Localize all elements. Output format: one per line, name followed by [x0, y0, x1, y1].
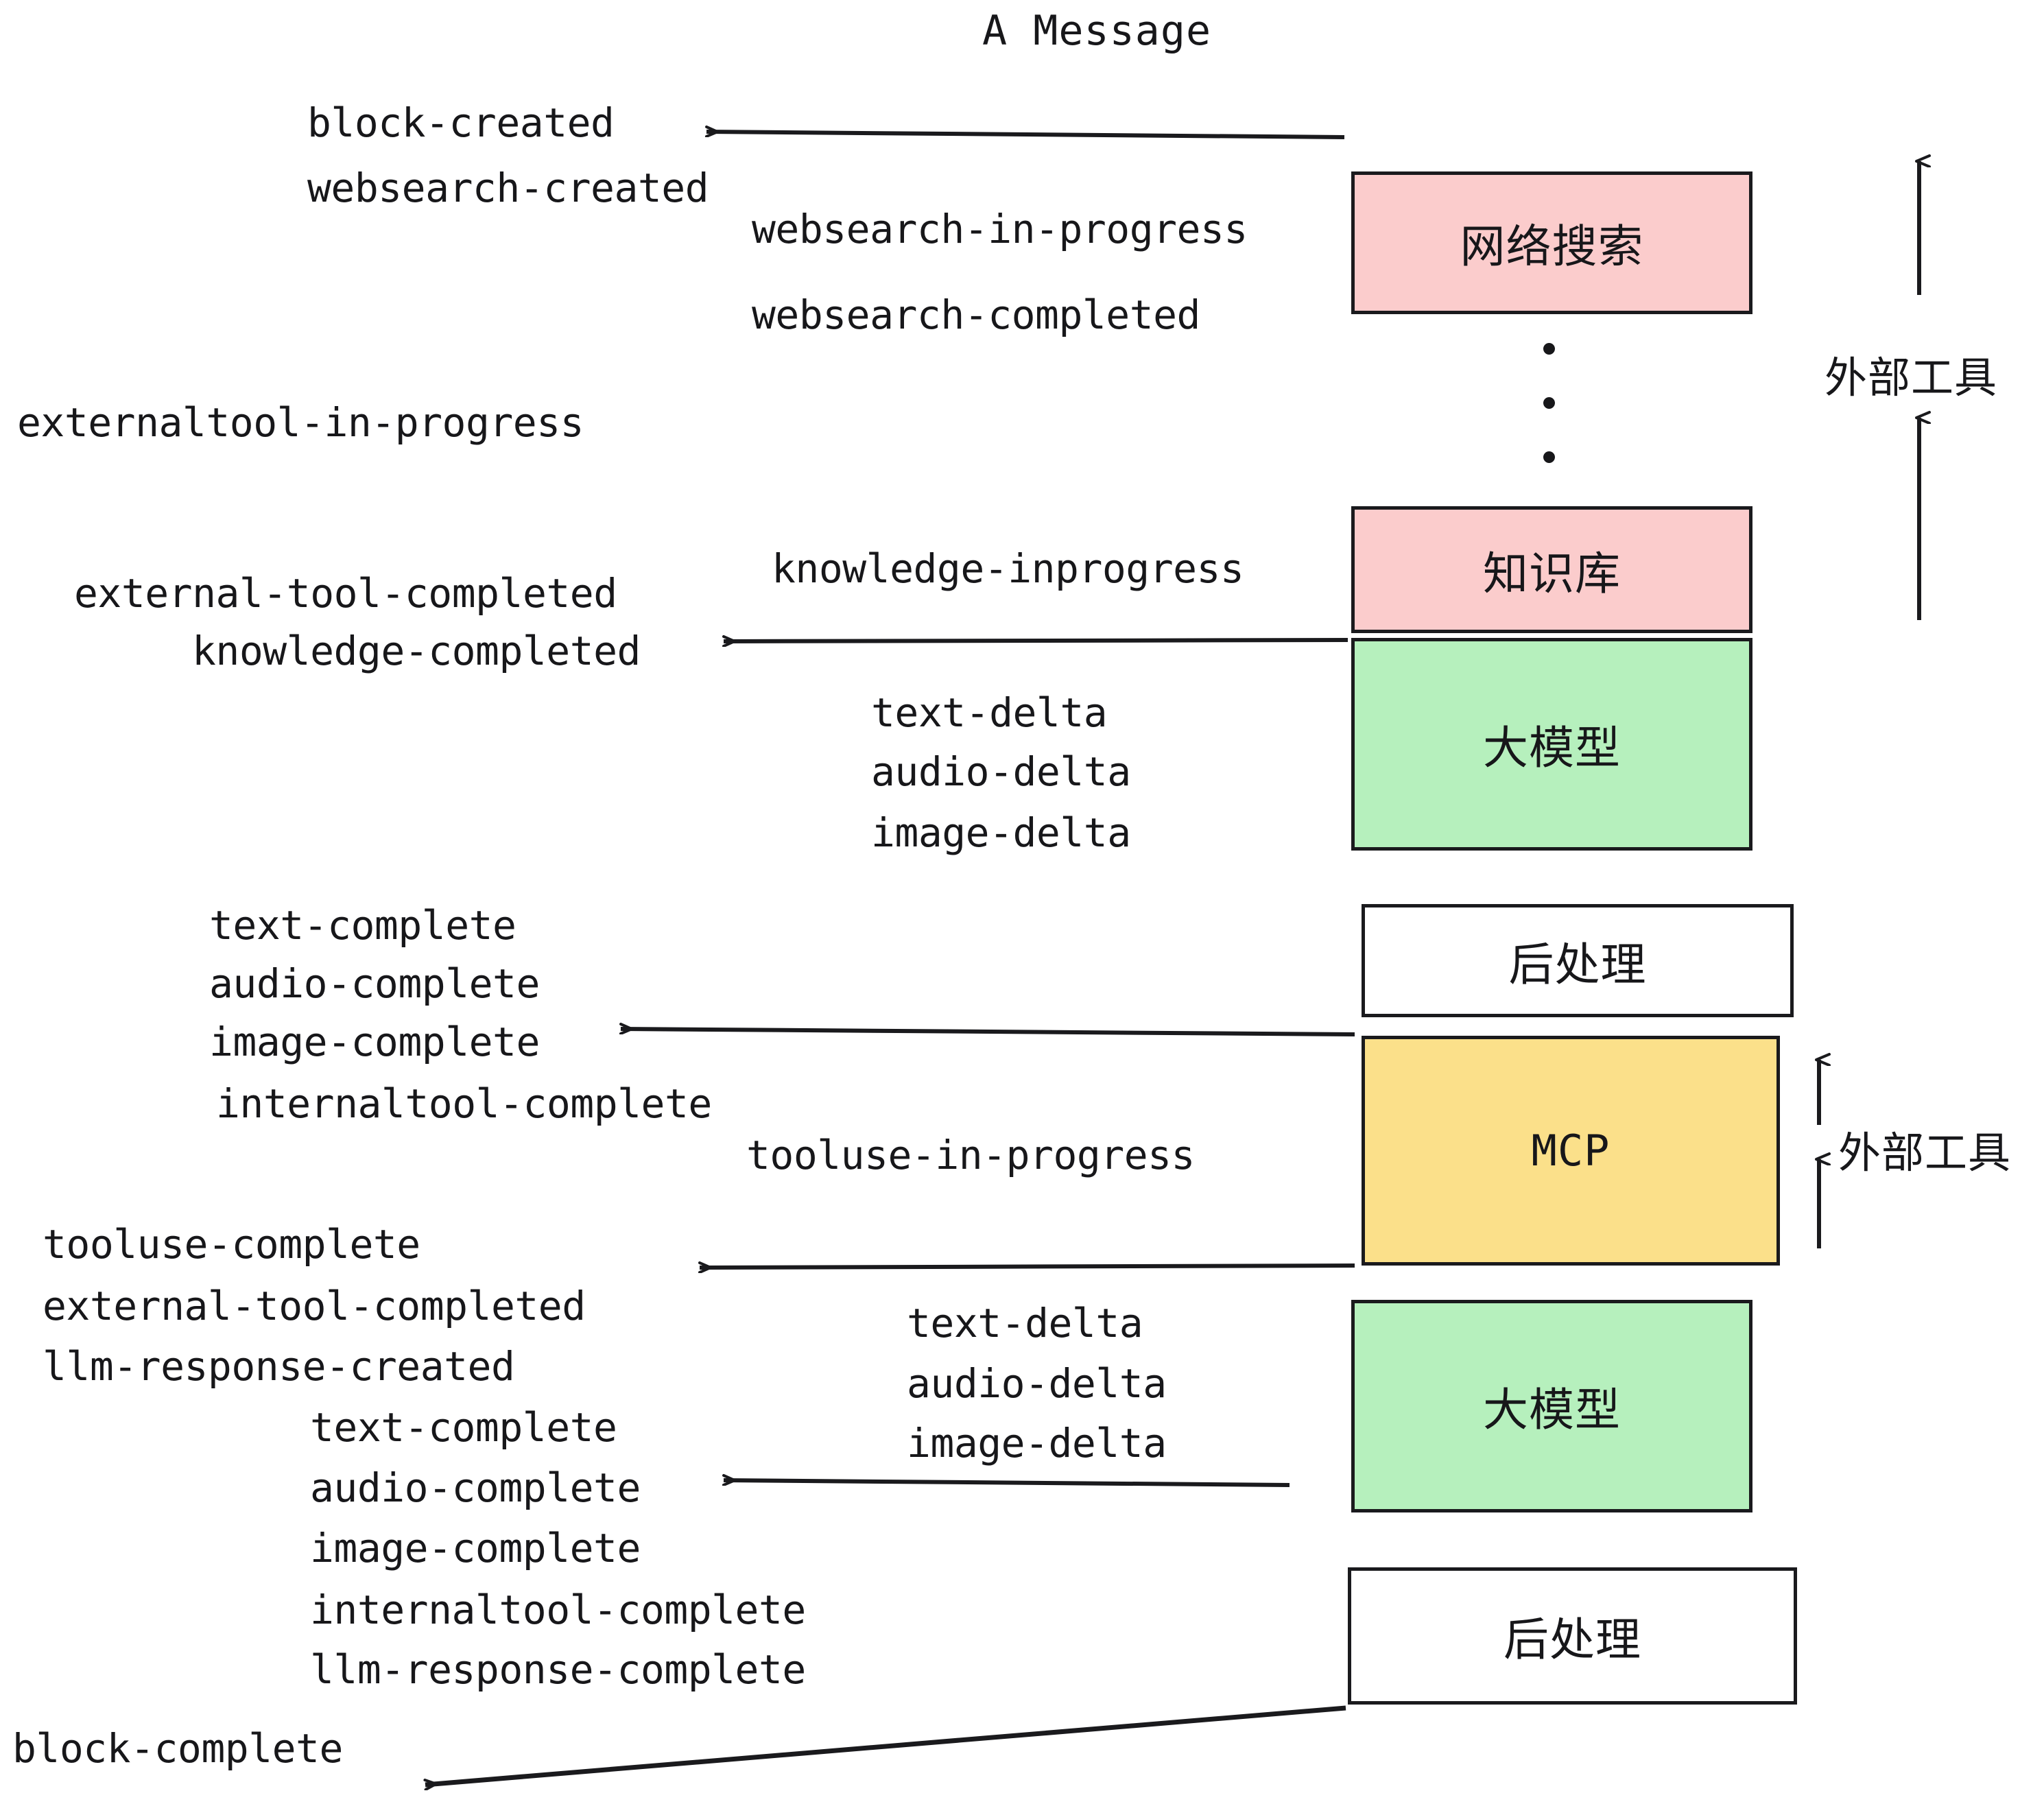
event-image-delta-1: image-delta	[871, 809, 1131, 856]
event-websearch-in-progress: websearch-in-progress	[752, 206, 1248, 252]
event-audio-delta-1: audio-delta	[871, 748, 1131, 795]
box-knowledge-label: 知识库	[1483, 547, 1621, 600]
event-image-complete-2: image-complete	[310, 1525, 641, 1571]
event-tooluse-complete: tooluse-complete	[43, 1221, 420, 1268]
box-knowledge[interactable]: 知识库	[1351, 506, 1752, 633]
arrow-postprocess-to-block-complete	[425, 1705, 1346, 1785]
box-llm-top-label: 大模型	[1483, 722, 1621, 774]
box-mcp[interactable]: MCP	[1362, 1036, 1780, 1266]
event-internaltool-complete-2: internaltool-complete	[310, 1587, 806, 1633]
label-external-tools-top: 外部工具	[1825, 353, 1998, 403]
ellipsis-dot	[1543, 397, 1555, 409]
event-audio-complete-2: audio-complete	[310, 1464, 641, 1511]
box-postprocess-top[interactable]: 后处理	[1362, 904, 1794, 1017]
event-text-delta-1: text-delta	[871, 689, 1108, 736]
event-audio-complete-1: audio-complete	[209, 960, 540, 1007]
event-audio-delta-2: audio-delta	[907, 1360, 1167, 1407]
arrow-llm-to-image-complete	[621, 1029, 1355, 1036]
event-image-complete-1: image-complete	[209, 1019, 540, 1065]
label-external-tools-bottom: 外部工具	[1838, 1128, 2012, 1178]
event-block-created: block-created	[307, 99, 615, 146]
arrow-websearch-to-block-created	[706, 132, 1345, 139]
event-websearch-created: websearch-created	[307, 165, 709, 211]
event-external-tool-completed-2: external-tool-completed	[43, 1283, 586, 1329]
event-block-complete: block-complete	[12, 1725, 343, 1772]
event-knowledge-inprogress: knowledge-inprogress	[772, 545, 1244, 592]
box-llm-bottom-label: 大模型	[1483, 1384, 1621, 1436]
box-postprocess-top-label: 后处理	[1508, 938, 1647, 991]
arrow-knowledge-to-completed	[724, 640, 1348, 641]
box-llm-bottom[interactable]: 大模型	[1351, 1300, 1752, 1512]
event-text-complete-1: text-complete	[209, 902, 516, 949]
box-llm-top[interactable]: 大模型	[1351, 638, 1752, 851]
event-text-delta-2: text-delta	[907, 1300, 1143, 1346]
arrow-mcp-to-tooluse-complete	[700, 1266, 1355, 1268]
arrow-llm-to-audio-complete	[724, 1480, 1290, 1487]
event-websearch-completed: websearch-completed	[752, 292, 1200, 338]
ellipsis-dot	[1543, 343, 1555, 355]
vertical-ellipsis-icon	[1542, 343, 1556, 463]
event-knowledge-completed: knowledge-completed	[192, 628, 641, 674]
event-externaltool-in-progress: externaltool-in-progress	[17, 399, 584, 446]
page-title: A Message	[982, 7, 1212, 55]
event-text-complete-2: text-complete	[310, 1404, 617, 1451]
event-external-tool-completed-1: external-tool-completed	[74, 570, 617, 617]
event-internaltool-complete-1: internaltool-complete	[216, 1080, 712, 1127]
event-llm-response-complete: llm-response-complete	[310, 1646, 806, 1693]
box-postprocess-bottom[interactable]: 后处理	[1348, 1567, 1797, 1705]
box-mcp-label: MCP	[1531, 1126, 1611, 1176]
box-postprocess-bottom-label: 后处理	[1504, 1613, 1641, 1666]
event-llm-response-created: llm-response-created	[43, 1343, 515, 1390]
ellipsis-dot	[1543, 451, 1555, 463]
box-websearch[interactable]: 网络搜索	[1351, 171, 1752, 314]
event-image-delta-2: image-delta	[907, 1420, 1167, 1467]
box-websearch-label: 网络搜索	[1460, 220, 1644, 273]
event-tooluse-in-progress: tooluse-in-progress	[746, 1132, 1195, 1178]
